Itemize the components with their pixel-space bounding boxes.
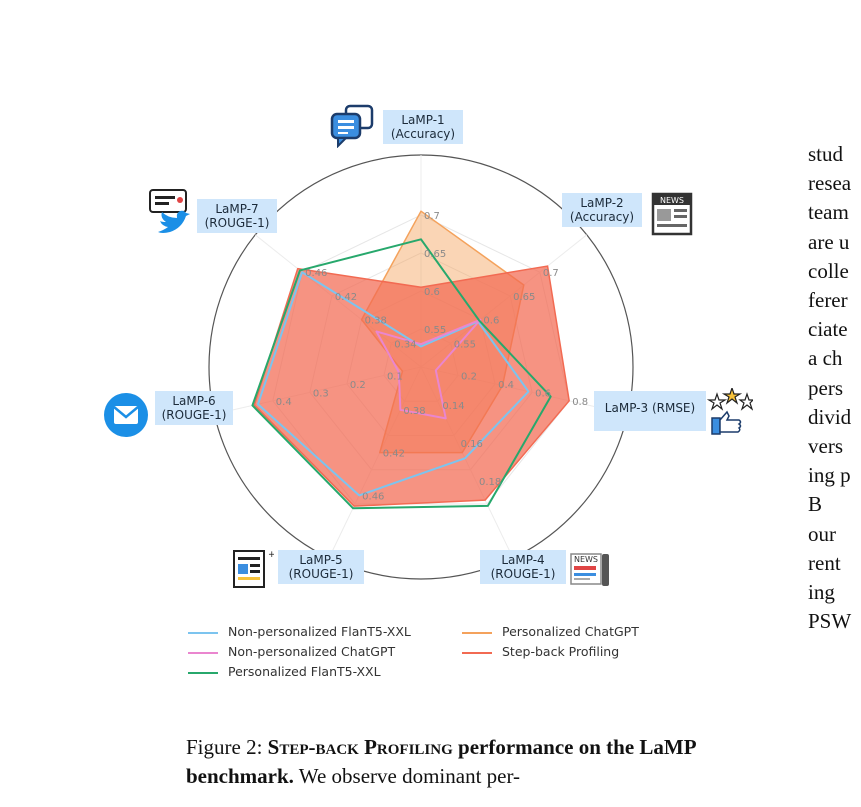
radar-tick-label: 0.6: [483, 316, 499, 327]
axis-label-lamp-7: LaMP-7 (ROUGE-1): [197, 199, 277, 233]
news-paper-icon: NEWS: [651, 192, 693, 236]
radar-tick-label: 0.4: [498, 380, 514, 391]
radar-tick-label: 0.6: [535, 388, 551, 399]
legend-swatch: [188, 671, 218, 674]
caption-prefix: Figure 2:: [186, 735, 268, 759]
right-column-line: ciate: [808, 317, 848, 342]
radar-tick-label: 0.3: [313, 388, 329, 399]
axis-label-line: LaMP-2: [580, 196, 624, 210]
axis-label-lamp-5: LaMP-5 (ROUGE-1): [278, 550, 364, 584]
right-column-line: rent: [808, 550, 841, 575]
radar-chart: 0.55 0.6 0.65 0.7 0.55 0.6 0.65 0.7 0.2 0.4 0.6 0.8…: [208, 154, 634, 580]
axis-label-lamp-4: LaMP-4 (ROUGE-1): [480, 550, 566, 584]
legend-label: Non-personalized ChatGPT: [228, 644, 396, 659]
document-icon: +: [233, 550, 274, 588]
caption-title-rest: performance on the LaMP benchmark.: [186, 735, 696, 788]
right-column-line: our: [808, 521, 836, 546]
axis-label-line: LaMP-7: [215, 202, 259, 216]
star-thumbs-up-icon: [707, 388, 753, 435]
radar-tick-label: 0.1: [387, 371, 403, 382]
axis-label-lamp-6: LaMP-6 (ROUGE-1): [155, 391, 233, 425]
legend-item-non-personalized-chatgpt: Non-personalized ChatGPT: [188, 644, 395, 659]
axis-label-line: LaMP-1: [401, 113, 445, 127]
radar-tick-label: 0.7: [424, 211, 440, 222]
radar-tick-label: 0.2: [350, 380, 366, 391]
figure-caption: Figure 2: Step-back Profiling performanc…: [186, 733, 766, 791]
axis-label-line: (ROUGE-1): [288, 567, 354, 581]
right-column-line: team: [808, 200, 849, 225]
radar-tick-label: 0.65: [424, 249, 446, 260]
axis-label-line: LaMP-6: [172, 394, 216, 408]
right-column-line: divid: [808, 404, 852, 429]
radar-tick-label: 0.8: [572, 397, 588, 408]
radar-tick-label: 0.38: [403, 406, 425, 417]
legend-swatch: [188, 651, 218, 654]
radar-tick-label: 0.42: [335, 292, 357, 303]
caption-title: Step-back Profiling: [267, 735, 453, 759]
legend-swatch: [188, 631, 218, 634]
legend-label: Step-back Profiling: [502, 644, 620, 659]
radar-series-step-back-profiling: [253, 265, 570, 507]
axis-label-lamp-3: LaMP-3 (RMSE): [594, 391, 706, 431]
svg-text:NEWS: NEWS: [574, 555, 598, 564]
radar-tick-label: 0.2: [461, 371, 477, 382]
radar-tick-label: 0.4: [276, 397, 292, 408]
radar-tick-label: 0.42: [383, 449, 405, 460]
radar-series-personalized-flant5-xxl: [251, 238, 552, 510]
twitter-bird-icon: [149, 189, 190, 233]
radar-tick-label: 0.18: [479, 477, 501, 488]
axis-label-line: LaMP-3 (RMSE): [604, 401, 696, 415]
radar-tick-label: 0.34: [394, 339, 416, 350]
axis-label-line: (Accuracy): [390, 127, 456, 141]
right-column-line: resea: [808, 171, 852, 196]
legend-item-personalized-flant5: Personalized FlanT5-XXL: [188, 664, 381, 679]
chat-bubbles-icon: [330, 104, 374, 148]
radar-tick-label: 0.16: [461, 439, 483, 450]
radar-tick-label: 0.65: [513, 292, 535, 303]
right-column-line: ing: [808, 580, 835, 605]
right-column-line: ferer: [808, 288, 848, 313]
right-column-line: B: [808, 492, 823, 517]
radar-tick-label: 0.38: [365, 316, 387, 327]
right-column-line: pers: [808, 375, 843, 400]
right-column-line: PSW: [808, 609, 852, 634]
right-column-line: are u: [808, 229, 850, 254]
axis-label-line: (ROUGE-1): [490, 567, 556, 581]
axis-label-line: (Accuracy): [569, 210, 635, 224]
legend-label: Non-personalized FlanT5-XXL: [228, 624, 411, 639]
right-column-line: vers: [808, 434, 843, 459]
radar-tick-label: 0.55: [454, 339, 476, 350]
legend-item-personalized-chatgpt: Personalized ChatGPT: [462, 624, 639, 639]
mail-icon: [104, 393, 148, 437]
right-column-line: stud: [808, 142, 844, 166]
right-column-text: stud resea team are u colle ferer ciate a ch per…: [808, 140, 861, 636]
legend-item-step-back-profiling: Step-back Profiling: [462, 644, 619, 659]
legend-item-non-personalized-flant5: Non-personalized FlanT5-XXL: [188, 624, 411, 639]
right-column-line: a ch: [808, 346, 843, 371]
radar-tick-label: 0.14: [442, 401, 464, 412]
svg-text:NEWS: NEWS: [660, 196, 684, 205]
axis-label-line: LaMP-5: [299, 553, 343, 567]
axis-label-lamp-1: LaMP-1 (Accuracy): [383, 110, 463, 144]
legend-swatch: [462, 651, 492, 654]
radar-tick-label: 0.6: [424, 287, 440, 298]
svg-text:+: +: [268, 550, 274, 560]
radar-tick-label: 0.46: [362, 491, 384, 502]
legend-label: Personalized FlanT5-XXL: [228, 664, 381, 679]
radar-tick-label: 0.7: [543, 268, 559, 279]
caption-body: We observe dominant per-: [293, 764, 521, 788]
radar-series-non-personalized-chatgpt: [375, 318, 482, 420]
radar-series-non-personalized-flant5-xxl: [256, 271, 530, 497]
axis-label-line: (ROUGE-1): [204, 216, 270, 230]
news-scroll-icon: NEWS: [570, 553, 609, 586]
radar-tick-label: 0.46: [305, 268, 327, 279]
right-column-line: colle: [808, 258, 849, 283]
axis-label-line: LaMP-4: [501, 553, 545, 567]
radar-tick-label: 0.55: [424, 325, 446, 336]
axis-label-lamp-2: LaMP-2 (Accuracy): [562, 193, 642, 227]
legend-label: Personalized ChatGPT: [502, 624, 639, 639]
axis-label-line: (ROUGE-1): [161, 408, 227, 422]
right-column-line: ing p: [808, 463, 851, 488]
legend-swatch: [462, 631, 492, 634]
